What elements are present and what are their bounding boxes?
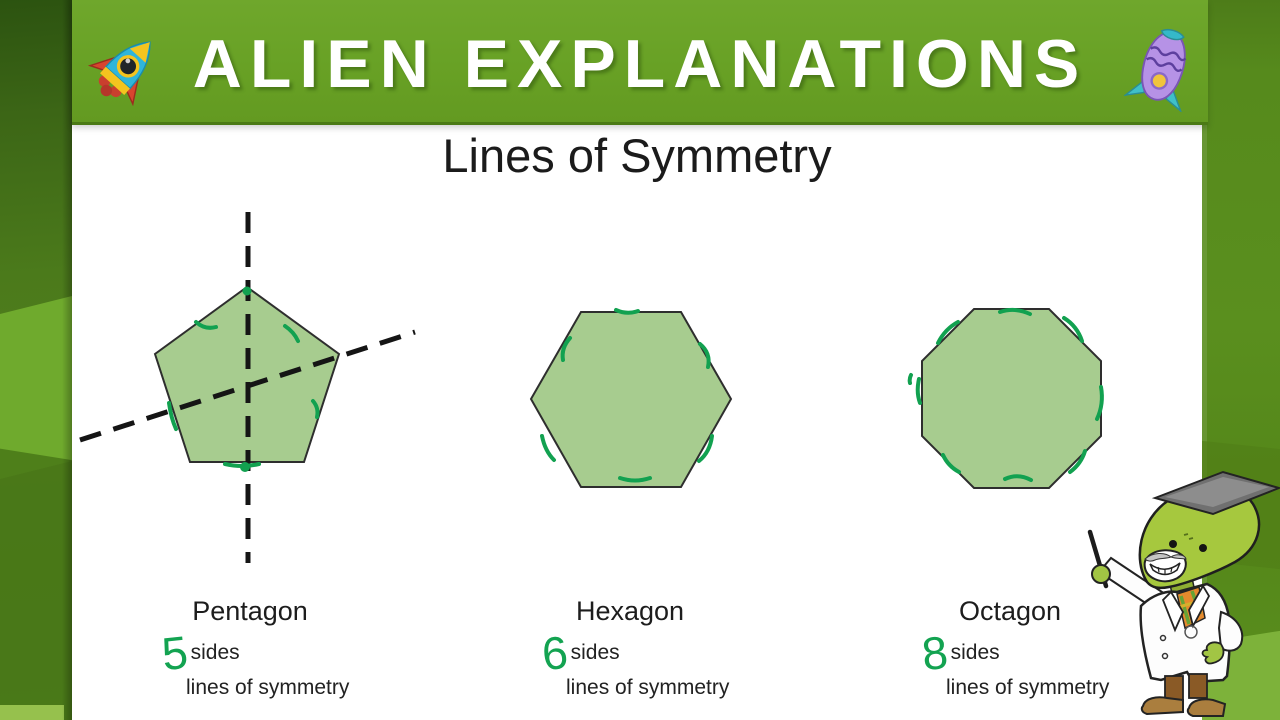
purple-rocket-icon: [1124, 28, 1187, 112]
pentagon-label-block: Pentagon 5 sides lines of symmetry: [100, 596, 400, 700]
handwritten-sides-count: 5: [159, 625, 191, 681]
left-border-decoration: [0, 0, 72, 720]
shape-name: Pentagon: [192, 596, 308, 626]
sides-row: 6 sides: [539, 625, 780, 681]
sides-row: 5 sides: [159, 625, 400, 681]
left-border-accent: [0, 705, 64, 720]
left-border-accent: [0, 447, 72, 720]
title-banner: ALIEN EXPLANATIONS: [72, 0, 1208, 125]
blue-rocket-icon: [87, 41, 151, 107]
octagon-label-block: Octagon 8 sides lines of symmetry: [860, 596, 1160, 700]
symmetry-label: lines of symmetry: [566, 676, 730, 699]
shape-name: Octagon: [958, 596, 1062, 626]
sides-row: 8 sides: [919, 625, 1160, 681]
handwritten-sides-count: 8: [919, 625, 951, 681]
sides-label: sides: [190, 641, 240, 664]
handwritten-sides-count: 6: [539, 625, 571, 681]
alien-professor-character: [1087, 470, 1280, 717]
hexagon-figure: [529, 308, 733, 488]
page-title: ALIEN EXPLANATIONS: [192, 26, 1088, 102]
pentagon-figure: [79, 212, 416, 563]
slide-heading: Lines of Symmetry: [442, 129, 832, 182]
diagonal-symmetry-line: [79, 329, 416, 443]
octagon-figure: [907, 307, 1104, 489]
symmetry-label: lines of symmetry: [186, 676, 350, 699]
sides-label: sides: [950, 641, 1000, 664]
symmetry-label: lines of symmetry: [946, 676, 1110, 699]
sides-label: sides: [570, 641, 620, 664]
hexagon-label-block: Hexagon 6 sides lines of symmetry: [480, 596, 780, 700]
shape-name: Hexagon: [575, 596, 685, 626]
